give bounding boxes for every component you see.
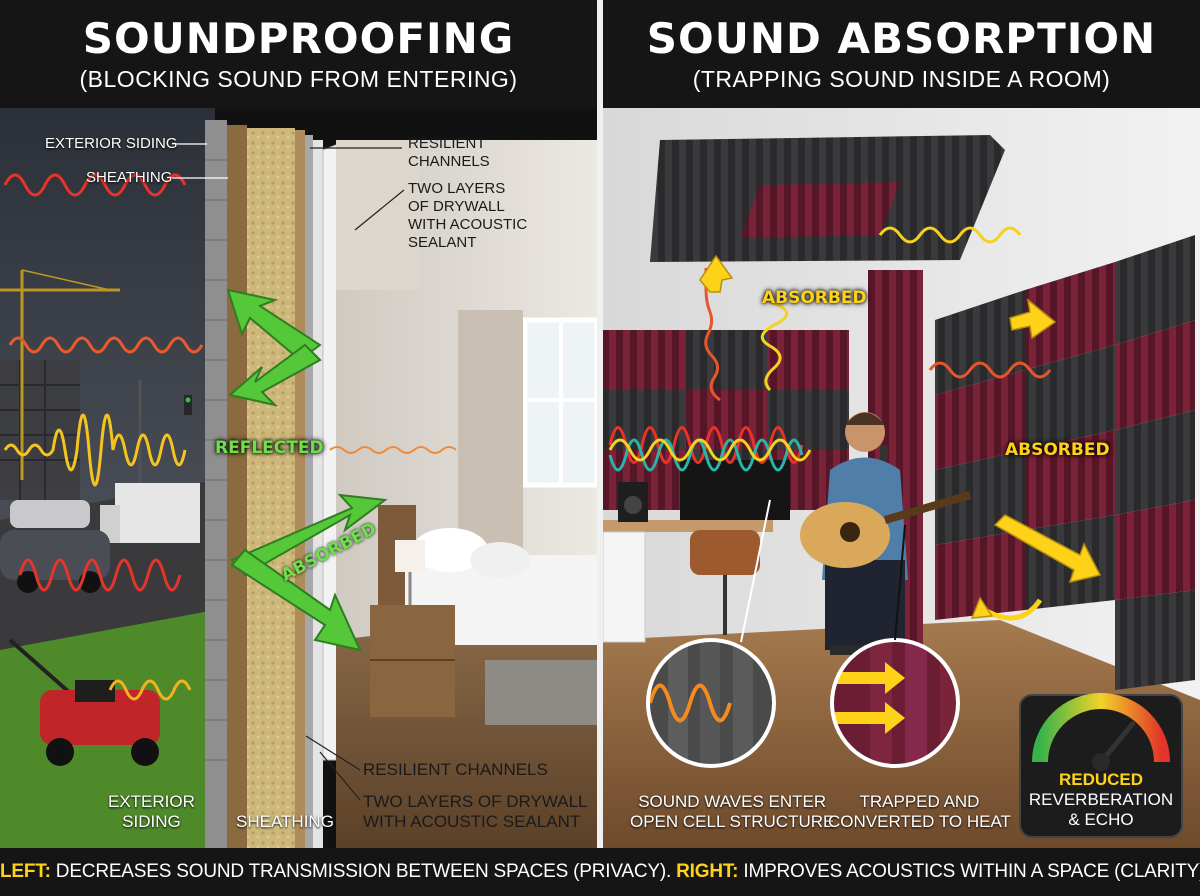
arrow-to-ceiling	[699, 254, 734, 293]
guitar-neck	[883, 491, 972, 524]
construction-site	[0, 269, 192, 500]
wave-to-ceiling-2	[878, 226, 1022, 244]
label-drywall-bottom: TWO LAYERS OF DRYWALL WITH ACOUSTIC SEAL…	[363, 792, 588, 831]
arrow-to-panel-1	[1009, 298, 1057, 340]
arrow-into-wall	[993, 514, 1102, 584]
insulation	[247, 128, 295, 848]
wave-mower	[108, 679, 192, 701]
drawer-unit	[603, 531, 646, 643]
lamp-shade	[395, 540, 425, 572]
label-exterior-siding-top: EXTERIOR SIDING	[45, 135, 178, 152]
label-sheathing-bottom: SHEATHING	[236, 812, 334, 831]
wave-teal	[608, 438, 804, 472]
label-resilient-channels-bottom: RESILIENT CHANNELS	[363, 760, 548, 779]
stud	[295, 130, 305, 848]
caption-open-cell: SOUND WAVES ENTER OPEN CELL STRUCTURE	[630, 792, 835, 831]
noise-waves	[3, 173, 457, 701]
sheathing	[227, 125, 247, 848]
ceiling-foam-cloud	[650, 135, 1005, 262]
traffic	[0, 483, 200, 593]
wave-yellow	[608, 438, 812, 462]
absorption-subtitle: (TRAPPING SOUND INSIDE A ROOM)	[692, 66, 1111, 92]
room-waves	[608, 226, 1052, 472]
side-wall-foam-panels	[935, 235, 1195, 690]
footer-summary: LEFT: DECREASES SOUND TRANSMISSION BETWE…	[0, 848, 1200, 896]
absorption-title: SOUND ABSORPTION	[646, 14, 1157, 63]
label-resilient-channels-top: RESILIENT CHANNELS	[408, 135, 490, 170]
label-exterior-siding-bottom: EXTERIOR SIDING	[108, 792, 195, 831]
reverberation-gauge	[1019, 693, 1183, 838]
wave-mid	[8, 336, 204, 354]
soundproofing-header: SOUNDPROOFING (BLOCKING SOUND FROM ENTER…	[0, 0, 597, 108]
office-chair	[690, 530, 760, 575]
reflected-tag: REFLECTED	[215, 438, 324, 458]
wave-car	[18, 558, 182, 592]
wave-burst	[3, 413, 187, 487]
bedroom-interior	[336, 140, 597, 848]
gauge-caption: REDUCED REVERBERATION & ECHO	[1028, 770, 1174, 829]
desk-setup	[603, 460, 790, 643]
computer-screen	[680, 460, 790, 520]
inset-open-cell	[648, 640, 774, 766]
soundproofing-title: SOUNDPROOFING	[82, 14, 515, 63]
reflected-arrow-up	[226, 288, 322, 362]
soundproofing-scene	[0, 108, 597, 848]
arrow-curl	[983, 598, 1043, 621]
footer-right-text: IMPROVES ACOUSTICS WITHIN A SPACE (CLARI…	[738, 861, 1200, 882]
absorption-scene	[603, 108, 1200, 848]
jeans	[825, 560, 905, 650]
wave-to-ceiling	[704, 268, 721, 402]
drywall-layer-1	[313, 140, 323, 848]
wave-traffic-top	[3, 173, 187, 197]
soundproofing-subtitle: (BLOCKING SOUND FROM ENTERING)	[79, 66, 518, 92]
footer-left-key: LEFT:	[0, 861, 51, 882]
absorbed-tag-wall: ABSORBED	[1005, 440, 1110, 460]
label-drywall-top: TWO LAYERS OF DRYWALL WITH ACOUSTIC SEAL…	[408, 180, 528, 251]
label-sheathing-top: SHEATHING	[86, 169, 173, 186]
reflected-arrows	[226, 288, 388, 652]
reflected-arrow-down	[227, 343, 322, 407]
wave-to-sidewall	[928, 361, 1052, 379]
exterior-siding	[205, 120, 227, 848]
caption-heat: TRAPPED AND CONVERTED TO HEAT	[828, 792, 1011, 831]
rug	[485, 660, 597, 725]
footer-right-key: RIGHT:	[676, 861, 739, 882]
musician	[800, 412, 972, 721]
wave-leak-inside	[329, 446, 457, 454]
lawn-mower	[8, 638, 160, 766]
absorbed-tag-ceiling: ABSORBED	[762, 288, 867, 308]
resilient-channel	[305, 135, 313, 848]
absorption-header: SOUND ABSORPTION (TRAPPING SOUND INSIDE …	[603, 0, 1200, 108]
absorption-arrows	[699, 254, 1102, 621]
absorbed-arrow-down	[230, 548, 362, 652]
footer-left-text: DECREASES SOUND TRANSMISSION BETWEEN SPA…	[50, 861, 677, 882]
wave-absorbed-top	[760, 300, 788, 392]
gauge-arc	[1032, 693, 1170, 763]
